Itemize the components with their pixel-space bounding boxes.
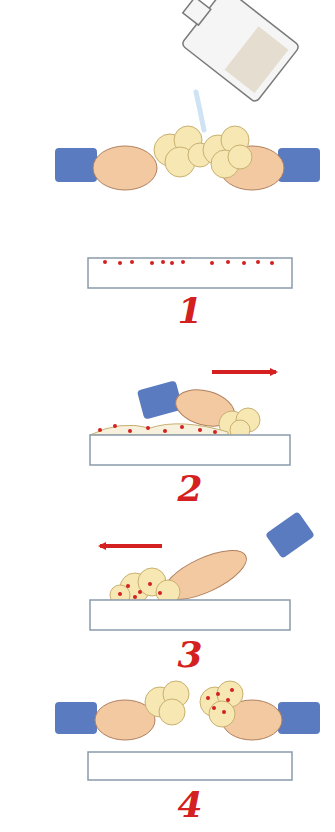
surface xyxy=(88,258,292,288)
hands-with-sponges xyxy=(55,126,320,190)
hand-wiping xyxy=(110,511,315,609)
bottle xyxy=(167,0,300,130)
dirt-dots xyxy=(98,424,217,434)
surface xyxy=(90,435,290,465)
direction-arrow xyxy=(100,544,162,548)
direction-arrow xyxy=(212,370,276,374)
dirt-dots xyxy=(118,582,162,599)
step-number: 3 xyxy=(177,636,202,672)
dirt-dots xyxy=(103,260,274,265)
step-number: 4 xyxy=(177,786,202,822)
hands-with-sponges xyxy=(55,681,320,740)
step-number: 1 xyxy=(177,292,202,328)
surface xyxy=(88,752,292,780)
surface xyxy=(90,600,290,630)
step-number: 2 xyxy=(177,470,202,506)
